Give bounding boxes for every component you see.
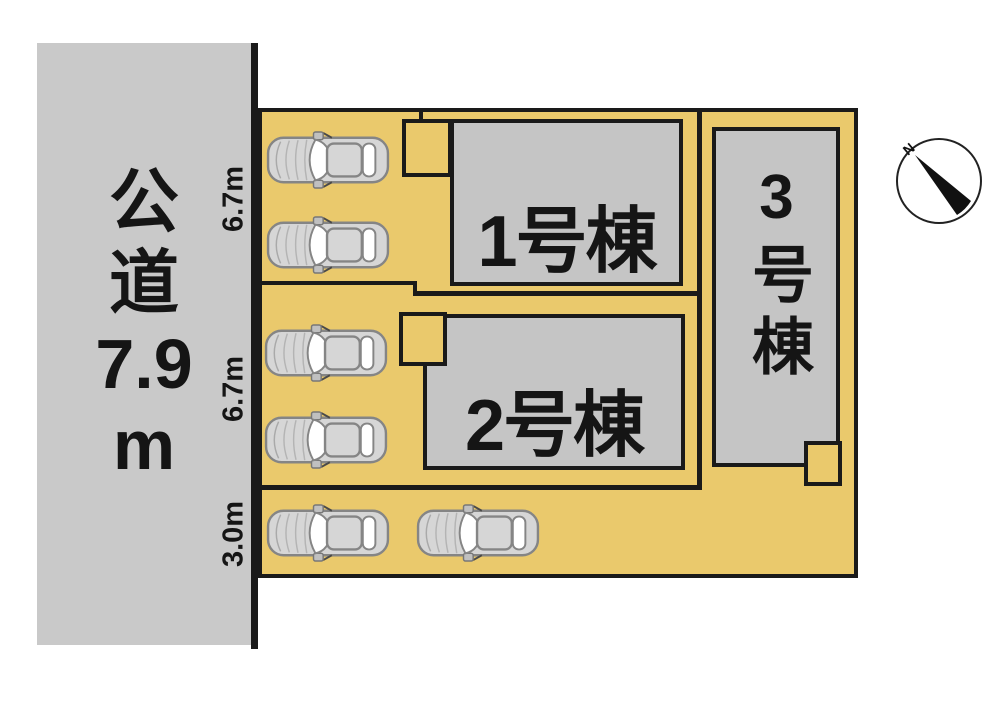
building-2-label: 2号棟	[464, 386, 645, 466]
car-icon	[266, 504, 390, 562]
road-width-unit: m	[112, 406, 176, 484]
compass-needle-icon	[915, 155, 971, 215]
car-icon	[264, 411, 388, 469]
car-icon	[266, 131, 390, 189]
road-boundary-line	[251, 43, 258, 649]
compass-north-icon: N	[896, 138, 982, 224]
public-road	[37, 43, 251, 645]
building-2-entrance-porch	[399, 312, 447, 366]
road-width-value: 7.9	[95, 325, 193, 403]
building-2: 2号棟	[423, 314, 685, 470]
parking-strip-divider	[258, 485, 702, 490]
car-icon	[266, 216, 390, 274]
lot1-lot2-divider-step	[413, 281, 417, 296]
building-1: 1号棟	[450, 119, 683, 286]
dimension-label-lot2: 6.7m	[217, 355, 250, 423]
car-icon	[264, 324, 388, 382]
lot1-lot2-divider	[413, 291, 701, 296]
building-3-label: 3号棟	[742, 163, 811, 386]
dimension-label-lot1: 6.7m	[217, 165, 250, 233]
lot1-lot2-divider	[258, 281, 417, 285]
lot3-boundary	[697, 108, 702, 490]
road-label: 公 道 7.9 m	[37, 162, 251, 486]
lot1-parcel-tick	[419, 108, 423, 123]
building-3: 3号棟	[712, 127, 840, 467]
building-1-entrance-porch	[402, 119, 452, 177]
building-3-entrance-porch	[804, 441, 842, 486]
road-label-char: 道	[109, 244, 179, 322]
road-label-char: 公	[109, 163, 179, 241]
dimension-label-parking-strip: 3.0m	[217, 500, 250, 568]
car-icon	[416, 504, 540, 562]
building-1-label: 1号棟	[477, 202, 657, 282]
